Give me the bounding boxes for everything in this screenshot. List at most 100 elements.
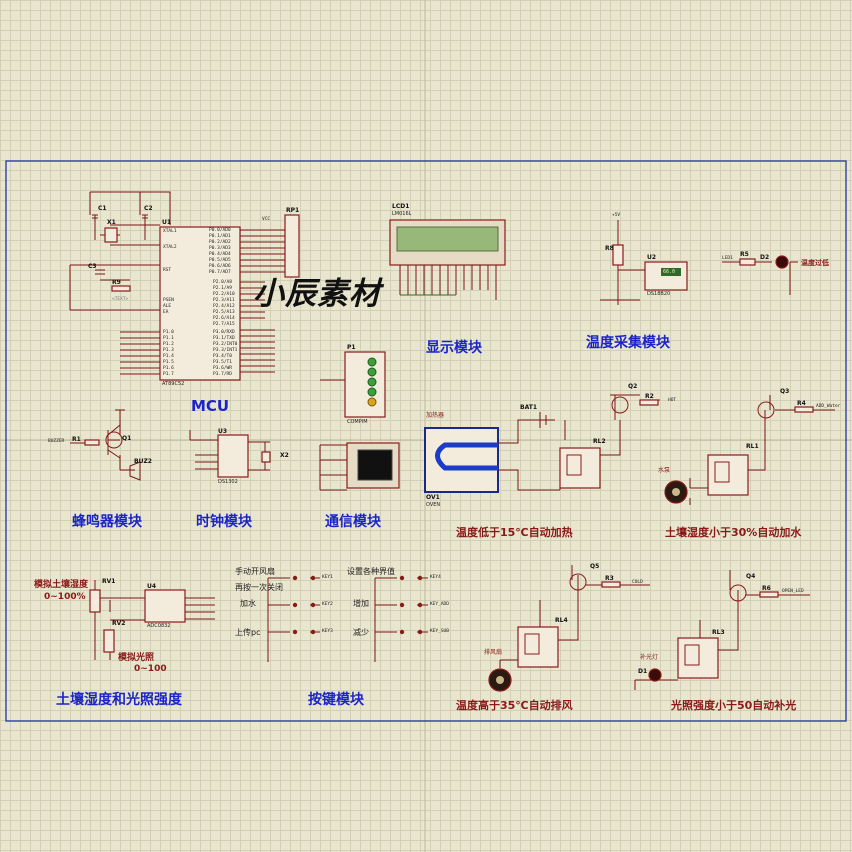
ref-u1: U1	[162, 219, 172, 226]
mcu-pin-left-2: RST	[163, 268, 172, 273]
ref-r5: R5	[740, 251, 749, 258]
compim-connector	[344, 351, 386, 418]
mcu-pin-right-8: P2.0/A8	[213, 280, 232, 285]
note-overtemp: 温度过低	[801, 259, 829, 267]
part-p1: COMPIM	[347, 419, 368, 425]
ref-rp1: RP1	[286, 207, 300, 214]
net-key2: KEY2	[322, 602, 333, 607]
ref-p1: P1	[347, 344, 356, 351]
module-title-mcu: MCU	[191, 397, 230, 415]
mcu-pin-right-14: P2.6/A14	[213, 316, 235, 321]
mcu-pin-right-11: P2.3/A11	[213, 298, 235, 303]
label-heater: 加热器	[426, 412, 445, 419]
relay-rl4	[517, 626, 559, 668]
mcu-pin-right-6: P0.6/AD6	[209, 264, 231, 269]
mcu-pin-right-19: P3.3/INT1	[213, 348, 238, 353]
ref-c3: C3	[88, 263, 97, 270]
net-add-water: ADD_Water	[816, 404, 841, 409]
ref-r6: R6	[762, 585, 771, 592]
mcu-pin-right-17: P3.1/TXD	[213, 336, 235, 341]
ref-r8: R8	[605, 245, 614, 252]
relay-rl1	[707, 454, 749, 496]
light-sensor-range: 0~100	[134, 664, 167, 674]
module-title-display: 显示模块	[426, 340, 482, 356]
buzzer-symbol	[129, 461, 141, 481]
ref-r2: R2	[645, 393, 654, 400]
mcu-pin-left-3: PSEN	[163, 298, 174, 303]
key-label-water: 加水	[240, 599, 256, 608]
mcu-pin-right-9: P2.1/A9	[213, 286, 232, 291]
part-u4: ADC0832	[147, 623, 171, 629]
ref-x2: X2	[280, 452, 289, 459]
mcu-pin-right-13: P2.5/A13	[213, 310, 235, 315]
net-vcc: VCC	[262, 217, 271, 222]
watermark-text: 小辰素材	[253, 276, 381, 312]
ref-rl2: RL2	[593, 438, 606, 445]
ref-q1: Q1	[122, 435, 132, 442]
ref-c2: C2	[144, 205, 153, 212]
mcu-pin-left-4: ALE	[163, 304, 172, 309]
relay-rl2	[559, 447, 601, 489]
part-u3: DS1302	[218, 479, 238, 485]
ref-lcd: LCD1	[392, 203, 410, 210]
part-u1: AT89C52	[162, 381, 185, 387]
mcu-pin-right-0: P0.0/AD0	[209, 228, 231, 233]
module-title-clock: 时钟模块	[196, 514, 252, 530]
note-auto-light: 光照强度小于50自动补光	[671, 699, 797, 712]
mcu-pin-right-1: P0.1/AD1	[209, 234, 231, 239]
key-label-decrease: 减少	[353, 628, 369, 637]
mcu-pin-left-5: EA	[163, 310, 169, 315]
ref-buz2: BUZ2	[134, 458, 152, 465]
module-title-buzzer: 蜂鸣器模块	[72, 514, 142, 530]
net-cold: COLD	[632, 580, 643, 585]
note-auto-fan: 温度高于35℃自动排风	[456, 699, 573, 712]
ref-rl1: RL1	[746, 443, 759, 450]
module-title-comm: 通信模块	[325, 514, 381, 530]
ref-d1: D1	[638, 668, 648, 675]
ref-q5: Q5	[590, 563, 600, 570]
module-title-soil-light: 土壤湿度和光照强度	[56, 692, 182, 708]
module-title-keys: 按键模块	[308, 692, 364, 708]
mcu-pin-left-1: XTAL2	[163, 245, 177, 250]
net-plus5v: +5V	[612, 213, 621, 218]
mcu-pin-right-3: P0.3/AD3	[209, 246, 231, 251]
label-pump: 水泵	[658, 467, 671, 474]
note-auto-water: 土壤湿度小于30%自动加水	[665, 526, 802, 539]
ref-q4: Q4	[746, 573, 756, 580]
ref-rv2: RV2	[112, 620, 126, 627]
ref-rv1: RV1	[102, 578, 116, 585]
mcu-pin-right-22: P3.6/WR	[213, 366, 232, 371]
resistor-pack	[284, 214, 300, 278]
mcu-pin-left-0: XTAL1	[163, 229, 177, 234]
ref-u2: U2	[647, 254, 657, 261]
led-d2	[775, 255, 789, 269]
mcu-pin-left-6: P1.0	[163, 330, 174, 335]
net-key1: KEY1	[322, 575, 333, 580]
ref-c1: C1	[98, 205, 107, 212]
mcu-pin-right-4: P0.4/AD4	[209, 252, 231, 257]
ref-r9: R9	[112, 279, 121, 286]
ref-q3: Q3	[780, 388, 790, 395]
mcu-pin-right-2: P0.2/AD2	[209, 240, 231, 245]
part-oven: OVEN	[426, 502, 441, 508]
mcu-pin-right-20: P3.4/T0	[213, 354, 232, 359]
temp-reading: 66.0	[663, 269, 676, 275]
ref-bat1: BAT1	[520, 404, 538, 411]
net-key-sub: KEY_SUB	[430, 629, 449, 634]
ref-r1: R1	[72, 436, 81, 443]
key-label-upload: 上传pc	[235, 628, 261, 637]
mcu-pin-right-18: P3.2/INT0	[213, 342, 238, 347]
adc0832-chip	[144, 589, 186, 623]
mcu-pin-left-9: P1.3	[163, 348, 174, 353]
part-lcd: LM016L	[392, 211, 412, 217]
mcu-pin-right-5: P0.5/AD5	[209, 258, 231, 263]
mcu-pin-left-13: P1.7	[163, 372, 174, 377]
ref-u3: U3	[218, 428, 228, 435]
net-led1: LED1	[722, 256, 733, 261]
ds1302-chip	[217, 434, 249, 478]
mcu-pin-right-12: P2.4/A12	[213, 304, 235, 309]
ref-q2: Q2	[628, 383, 638, 390]
ref-d2: D2	[760, 254, 770, 261]
